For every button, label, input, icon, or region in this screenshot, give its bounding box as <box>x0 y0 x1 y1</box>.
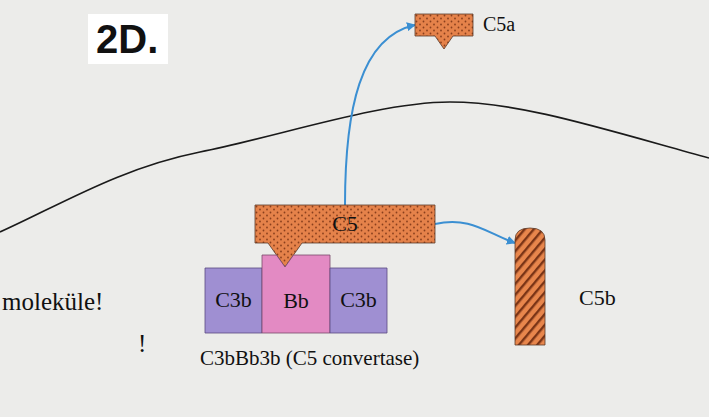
reaction-arrow <box>435 222 515 243</box>
c5b-outline <box>515 228 545 345</box>
c5b-fragment: C5b <box>515 228 545 345</box>
protein-label: C5 <box>332 212 358 236</box>
protein-label: C3b <box>215 288 252 312</box>
slide-text-fragment: moleküle! <box>2 288 103 316</box>
c5a-outline <box>415 14 473 49</box>
c3b-subunit: C3b <box>330 268 387 333</box>
fragment-label: C5a <box>483 13 515 35</box>
c5a-shape <box>415 14 473 36</box>
c3b-subunit: C3b <box>205 268 262 333</box>
c5a-fragment: C5a <box>415 14 473 36</box>
protein-label: Bb <box>283 289 309 313</box>
c5-protein: C5 <box>255 205 435 243</box>
protein-label: C3b <box>340 288 377 312</box>
bb-outline <box>262 255 330 333</box>
c5-outline <box>255 205 435 267</box>
c3b-outline <box>205 268 262 333</box>
c3b-outline <box>330 268 387 333</box>
slide-heading: 2D. <box>88 14 168 64</box>
c5b-shape <box>515 228 545 345</box>
slide-text-fragment: ! <box>138 330 146 358</box>
reaction-arrow <box>345 25 415 205</box>
fragment-label: C5b <box>579 286 616 310</box>
bb-subunit: Bb <box>262 255 330 333</box>
caption-text: C3bBb3b (C5 convertase) <box>200 346 419 371</box>
